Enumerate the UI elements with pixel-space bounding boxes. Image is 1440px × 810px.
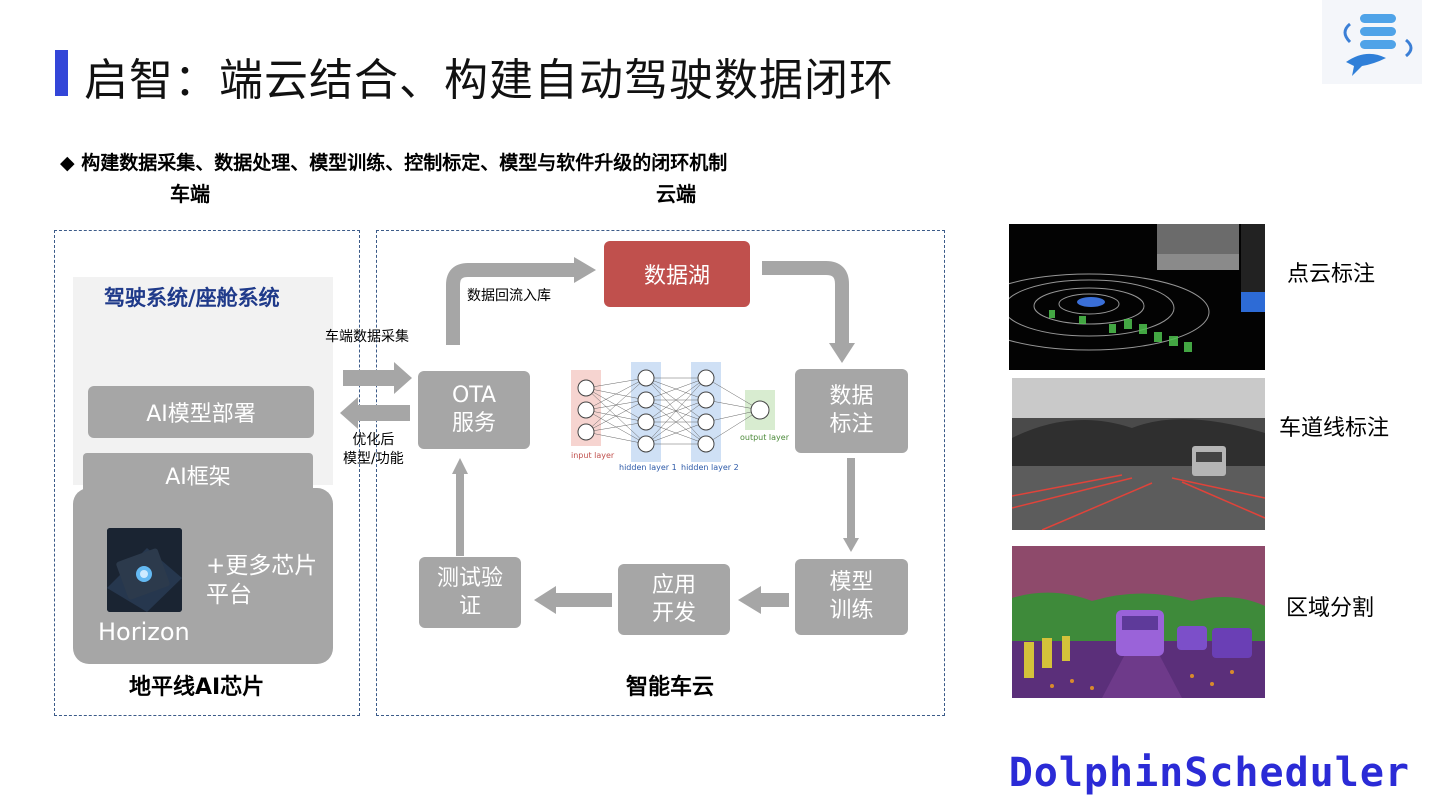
- data-lake-box: 数据湖: [604, 241, 750, 307]
- cloud-flow-arrows: [446, 257, 859, 614]
- car-side-header: 车端: [170, 182, 210, 206]
- upload-label: 车端数据采集: [325, 329, 409, 345]
- backflow-label: 数据回流入库: [467, 288, 551, 304]
- segmentation-image: [1012, 546, 1265, 698]
- chip-image: [107, 528, 182, 612]
- cloud-side-caption: 智能车云: [626, 675, 715, 700]
- test-verify-box: 测试验 证: [419, 557, 521, 628]
- upload-arrow-icon: [343, 362, 412, 394]
- nn-hidden1-label: hidden layer 1: [619, 463, 677, 472]
- dolphinscheduler-brand: DolphinScheduler: [1008, 750, 1410, 796]
- title-accent-bar: [55, 50, 68, 96]
- point-cloud-image: [1009, 224, 1265, 370]
- page-title: 启智：端云结合、构建自动驾驶数据闭环: [84, 55, 894, 106]
- annotation-label-0: 点云标注: [1287, 262, 1376, 287]
- download-arrow-icon: [340, 397, 410, 429]
- car-side-caption: 地平线AI芯片: [129, 675, 265, 700]
- annotation-label-1: 车道线标注: [1279, 416, 1390, 441]
- ota-service-box: OTA 服务: [418, 371, 530, 449]
- model-training-box: 模型 训练: [795, 559, 908, 635]
- driving-system-title: 驾驶系统/座舱系统: [104, 286, 280, 310]
- dolphin-logo-icon: [1322, 0, 1422, 84]
- nn-output-label: output layer: [740, 433, 790, 442]
- annotation-label-2: 区域分割: [1286, 596, 1375, 621]
- nn-input-label: input layer: [571, 451, 615, 460]
- sync-arrows: [340, 362, 412, 429]
- cloud-side-frame: [376, 230, 945, 716]
- data-labeling-box: 数据 标注: [795, 369, 908, 453]
- driving-system-panel: [73, 277, 333, 485]
- nn-hidden2-label: hidden layer 2: [681, 463, 739, 472]
- app-development-box: 应用 开发: [618, 564, 730, 635]
- horizon-brand: Horizon: [98, 618, 190, 646]
- lane-line-image: [1012, 378, 1265, 530]
- car-side-frame: [54, 230, 360, 716]
- downlink-label: 优化后 模型/功能: [343, 432, 404, 467]
- neural-network-diagram: input layer hidden layer 1 hidden layer …: [571, 362, 790, 472]
- bullet-text: ◆ 构建数据采集、数据处理、模型训练、控制标定、模型与软件升级的闭环机制: [60, 152, 728, 174]
- cloud-side-header: 云端: [656, 182, 696, 206]
- more-chip-platforms: +更多芯片 平台: [206, 553, 318, 608]
- ai-model-deploy-box: AI模型部署: [88, 386, 314, 438]
